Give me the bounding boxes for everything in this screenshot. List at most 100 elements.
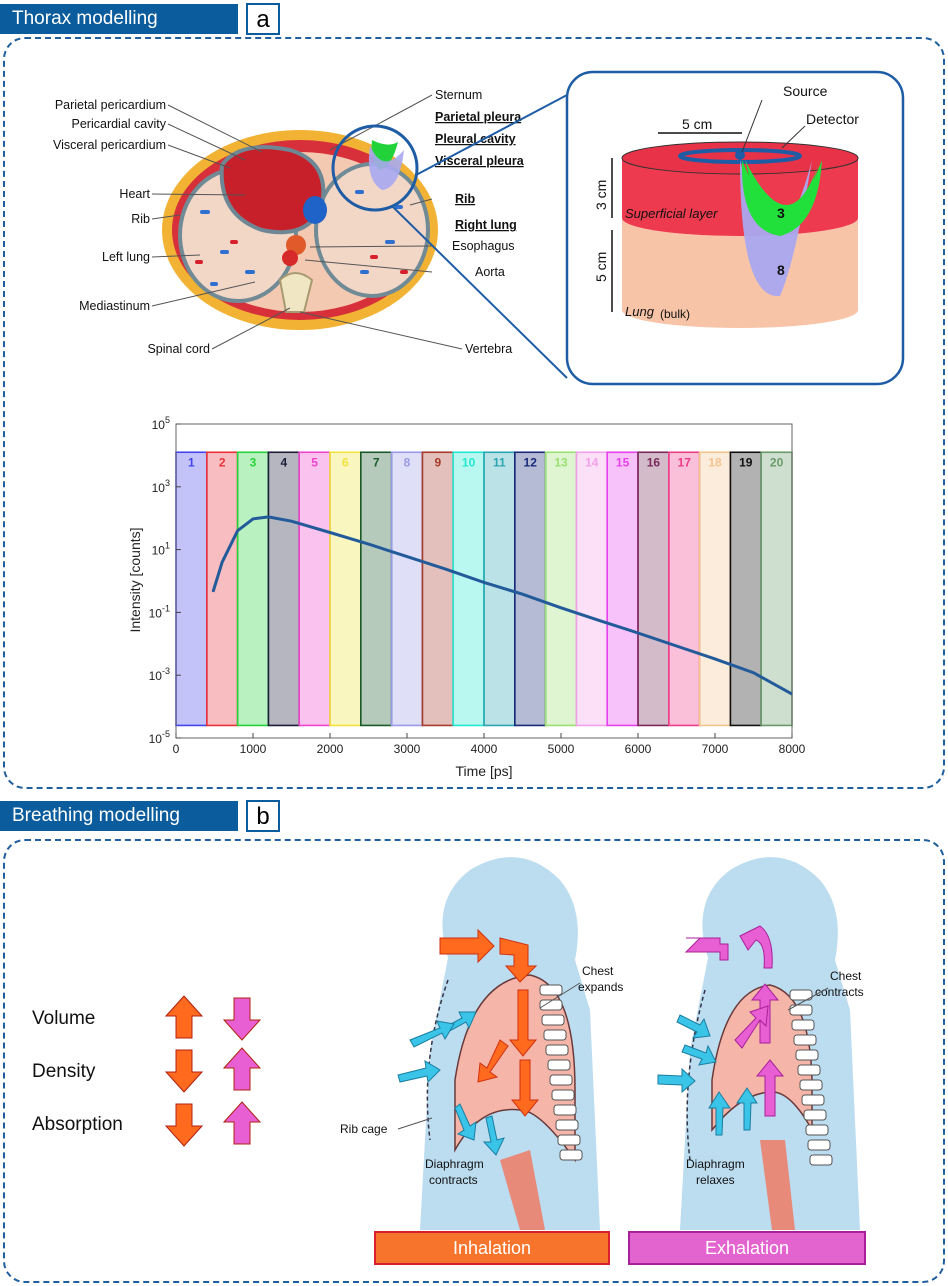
gate-band-16	[637, 451, 670, 727]
gate-band-2	[206, 451, 239, 727]
model-source-label: Source	[783, 83, 828, 99]
chest-contracts-label-2: contracts	[815, 985, 864, 999]
gate-label-9: 9	[434, 455, 441, 469]
row-volume: Volume	[32, 1008, 96, 1029]
label-parietal-pericardium: Parietal pericardium	[55, 98, 166, 112]
section-a-title: Thorax modelling	[12, 8, 158, 29]
label-visceral-pleura: Visceral pleura	[435, 154, 525, 168]
gate-band-17	[667, 451, 701, 727]
gate-label-7: 7	[373, 455, 380, 469]
y-tick-label: 10-1	[149, 603, 170, 620]
gate-band-20	[760, 451, 793, 727]
model-top-height: 3 cm	[593, 180, 609, 210]
y-tick-label: 10-3	[149, 666, 170, 683]
inhale-arrow-volume	[164, 995, 204, 1039]
gate-label-20: 20	[770, 455, 784, 469]
section-a-header: Thorax modelling	[0, 4, 238, 34]
model-lung-label: Lung	[625, 304, 655, 319]
gate-band-10	[452, 451, 485, 727]
gate-label-8: 8	[404, 455, 411, 469]
thorax-cross-section	[162, 130, 438, 330]
y-tick-label: 10-5	[149, 729, 170, 746]
label-pleural-cavity: Pleural cavity	[435, 132, 516, 146]
model-superficial-label: Superficial layer	[625, 206, 718, 221]
gate-label-17: 17	[678, 455, 692, 469]
section-b-badge: b	[246, 800, 280, 832]
chest-expands-label-2: expands	[578, 980, 623, 994]
breathing-panel	[3, 839, 945, 1283]
x-tick-label: 6000	[625, 742, 652, 756]
gate-band-12	[513, 451, 547, 727]
label-right-lung: Right lung	[455, 218, 517, 232]
x-tick-label: 1000	[240, 742, 267, 756]
gate-label-3: 3	[250, 455, 257, 469]
exhale-arrow-density	[222, 1047, 262, 1091]
model-width-label: 5 cm	[682, 116, 712, 132]
inhalation-figure	[397, 857, 600, 1230]
gate-label-19: 19	[739, 455, 753, 469]
label-rib-right: Rib	[455, 192, 476, 206]
gate-band-11	[483, 451, 516, 727]
label-spinal-cord: Spinal cord	[147, 342, 210, 356]
label-aorta: Aorta	[475, 265, 505, 279]
breathing-figure: Chest expands Chest contracts Rib cage D…	[164, 857, 864, 1230]
gate-label-5: 5	[311, 455, 318, 469]
gate-band-9	[421, 451, 454, 727]
row-density: Density	[32, 1061, 96, 1082]
row-absorption: Absorption	[32, 1114, 123, 1135]
x-tick-label: 4000	[471, 742, 498, 756]
gate-label-13: 13	[554, 455, 568, 469]
label-mediastinum: Mediastinum	[79, 299, 150, 313]
gate-label-6: 6	[342, 455, 349, 469]
x-tick-label: 2000	[317, 742, 344, 756]
gate-band-13	[544, 451, 578, 727]
row-arrows	[164, 995, 262, 1147]
gate-band-18	[698, 451, 732, 727]
gate-band-4	[267, 451, 300, 727]
gate-label-10: 10	[462, 455, 476, 469]
model-detector-label: Detector	[806, 111, 859, 127]
model-bulk-label: (bulk)	[660, 307, 690, 321]
x-tick-label: 3000	[394, 742, 421, 756]
gate-band-7	[359, 451, 393, 727]
gate-band-3	[236, 451, 270, 727]
diaphragm-contracts-label-2: contracts	[429, 1173, 478, 1187]
exhale-arrow-absorption	[222, 1101, 262, 1145]
gate-band-14	[575, 451, 609, 727]
x-axis-label: Time [ps]	[455, 763, 512, 779]
gate-band-19	[729, 451, 763, 727]
y-tick-label: 105	[152, 415, 170, 432]
label-sternum: Sternum	[435, 88, 482, 102]
exhalation-figure	[657, 857, 860, 1230]
x-tick-label: 0	[173, 742, 180, 756]
gate-label-14: 14	[585, 455, 599, 469]
gate-label-16: 16	[647, 455, 661, 469]
gate-label-18: 18	[708, 455, 722, 469]
gate-label-12: 12	[524, 455, 538, 469]
label-pericardial-cavity: Pericardial cavity	[72, 117, 167, 131]
section-b-header: Breathing modelling	[0, 801, 238, 831]
section-b-title: Breathing modelling	[12, 805, 180, 826]
inhalation-label: Inhalation	[374, 1231, 610, 1265]
inhale-arrow-density	[164, 1049, 204, 1093]
gate-label-1: 1	[188, 455, 195, 469]
diaphragm-contracts-label-1: Diaphragm	[425, 1157, 484, 1171]
x-tick-label: 5000	[548, 742, 575, 756]
chest-contracts-label-1: Chest	[830, 969, 862, 983]
gate-8-label: 8	[777, 262, 785, 278]
gate-band-15	[606, 451, 639, 727]
gate-label-15: 15	[616, 455, 630, 469]
label-heart: Heart	[119, 187, 150, 201]
layer-model	[611, 99, 859, 328]
gate-band-8	[390, 451, 424, 727]
label-vertebra: Vertebra	[465, 342, 512, 356]
zoom-circle	[331, 94, 568, 379]
model-bottom-height: 5 cm	[593, 252, 609, 282]
intensity-curve	[211, 515, 793, 696]
exhalation-label: Exhalation	[628, 1231, 866, 1265]
x-tick-label: 8000	[779, 742, 806, 756]
leader-lines	[151, 94, 463, 350]
